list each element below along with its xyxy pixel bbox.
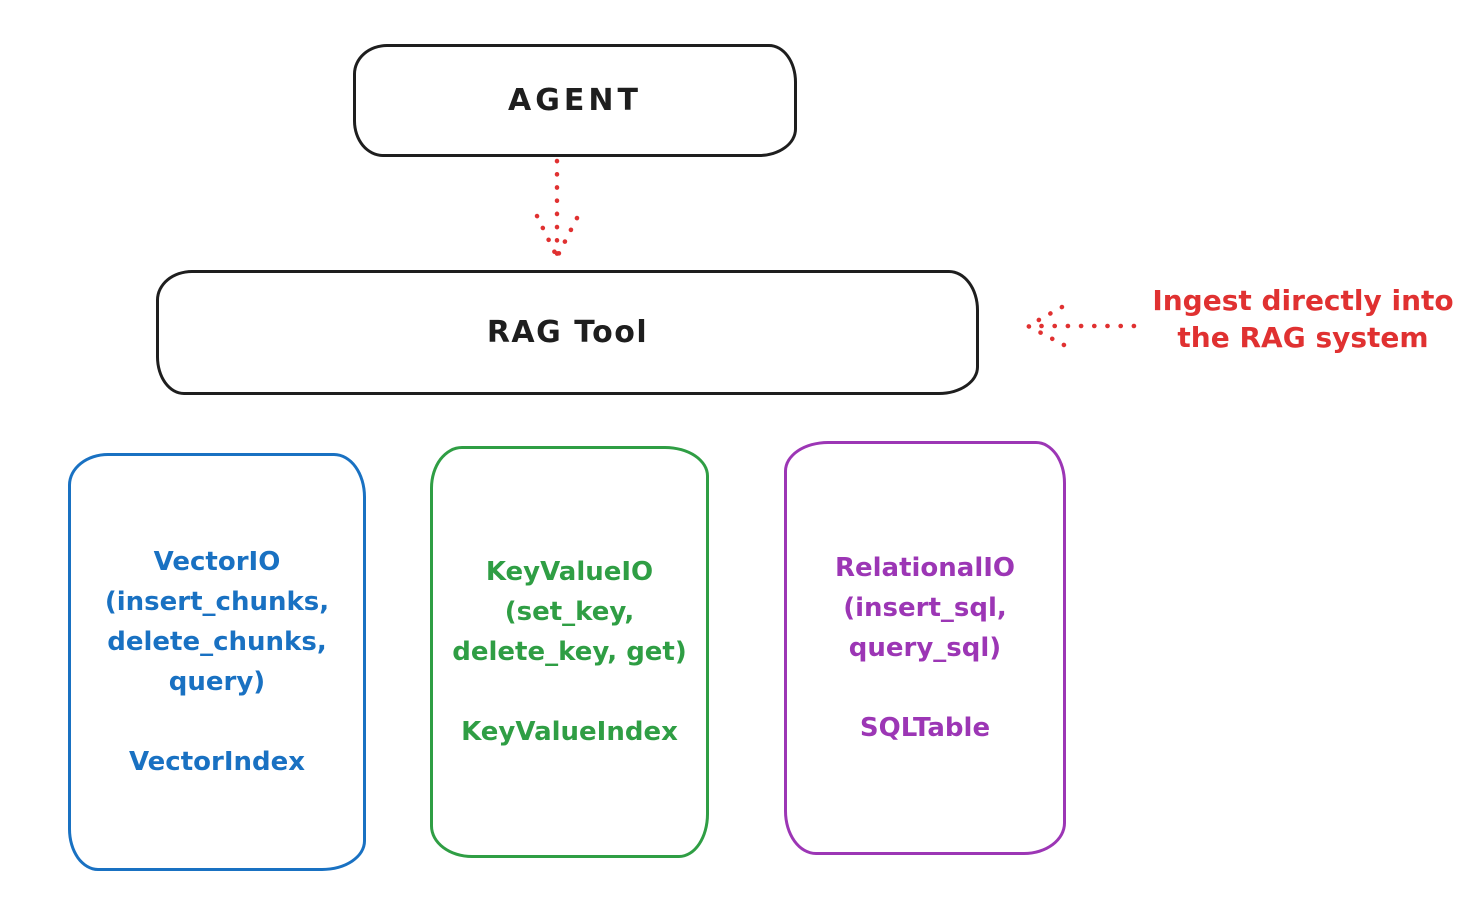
relational-io-title: RelationalIO [834, 553, 1016, 583]
keyvalue-io-methods: (set_key, delete_key, get) [452, 597, 687, 667]
ingest-annotation: Ingest directly into the RAG system [1152, 284, 1454, 354]
vector-io-title: VectorIO [153, 547, 281, 577]
agent-box: AGENT [353, 44, 797, 157]
relational-io-box: RelationalIO (insert_sql, query_sql) SQL… [784, 441, 1066, 855]
vector-io-box: VectorIO (insert_chunks, delete_chunks, … [68, 453, 366, 871]
annotation-to-ragtool-arrow-icon [1025, 304, 1137, 348]
keyvalue-io-index-label: KeyValueIndex [461, 717, 678, 747]
relational-io-methods: (insert_sql, query_sql) [843, 593, 1007, 663]
vector-io-methods: (insert_chunks, delete_chunks, query) [104, 587, 330, 697]
relational-io-index-label: SQLTable [859, 713, 991, 743]
agent-box-label: AGENT [508, 83, 642, 118]
keyvalue-io-title: KeyValueIO [485, 557, 654, 587]
vector-io-index-label: VectorIndex [128, 747, 306, 777]
agent-to-ragtool-arrow-icon [534, 158, 580, 260]
keyvalue-io-box: KeyValueIO (set_key, delete_key, get) Ke… [430, 446, 709, 858]
rag-tool-box-label: RAG Tool [486, 315, 649, 350]
rag-tool-box: RAG Tool [156, 270, 979, 395]
